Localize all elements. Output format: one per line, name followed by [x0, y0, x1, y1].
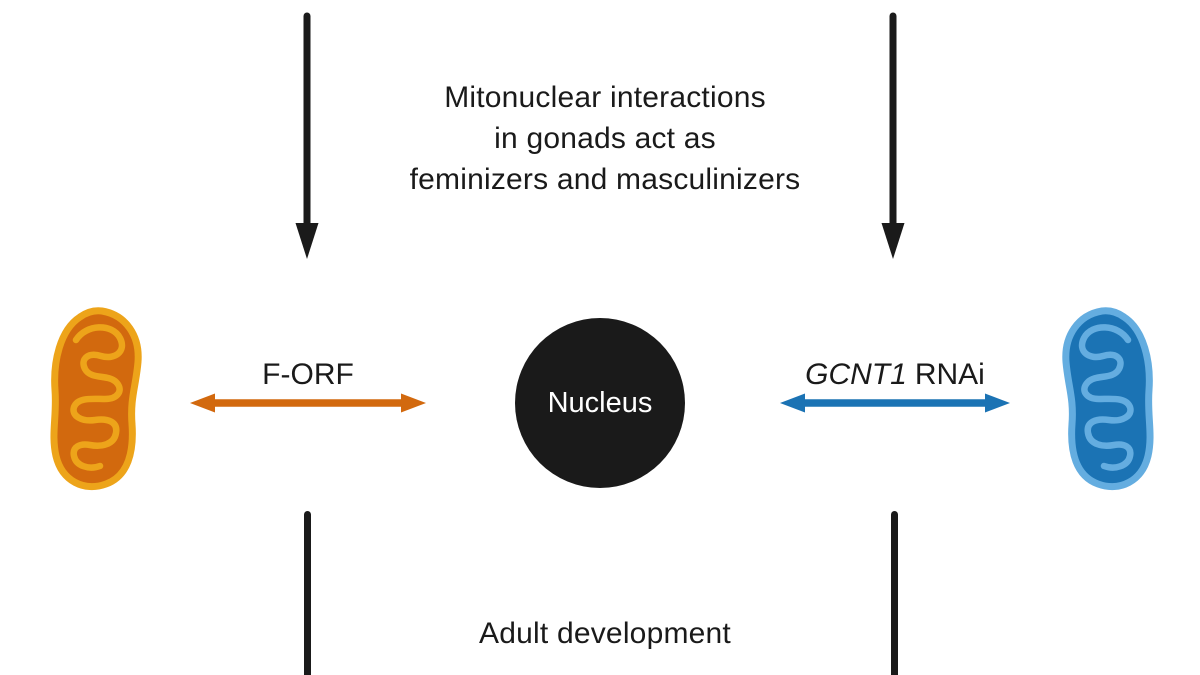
flow-line-bottom-right: [891, 511, 898, 675]
mitochondrion-orange-icon: [50, 307, 142, 491]
bottom-caption-text: Adult development: [479, 617, 731, 650]
rnai-treatment-text: RNAi: [914, 358, 985, 391]
f-orf-label-text: F-ORF: [262, 358, 354, 391]
flow-line-bottom-left: [304, 511, 311, 675]
top-caption-line-2: in gonads act as: [494, 122, 716, 155]
flow-arrow-down-left-icon: [295, 12, 319, 259]
gcnt1-rnai-double-arrow-icon: [780, 393, 1010, 413]
top-caption: Mitonuclear interactions in gonads act a…: [300, 77, 910, 200]
top-caption-line-1: Mitonuclear interactions: [444, 81, 766, 114]
gcnt1-gene-text: GCNT1: [805, 358, 907, 391]
flow-arrow-down-right-icon: [881, 12, 905, 259]
top-caption-line-3: feminizers and masculinizers: [409, 163, 801, 196]
f-orf-label: F-ORF: [188, 357, 428, 393]
mitochondrion-blue-icon: [1062, 307, 1154, 491]
nucleus-label: Nucleus: [547, 386, 653, 419]
f-orf-double-arrow-icon: [190, 393, 426, 413]
nucleus-circle: Nucleus: [515, 318, 685, 488]
bottom-caption: Adult development: [300, 613, 910, 654]
